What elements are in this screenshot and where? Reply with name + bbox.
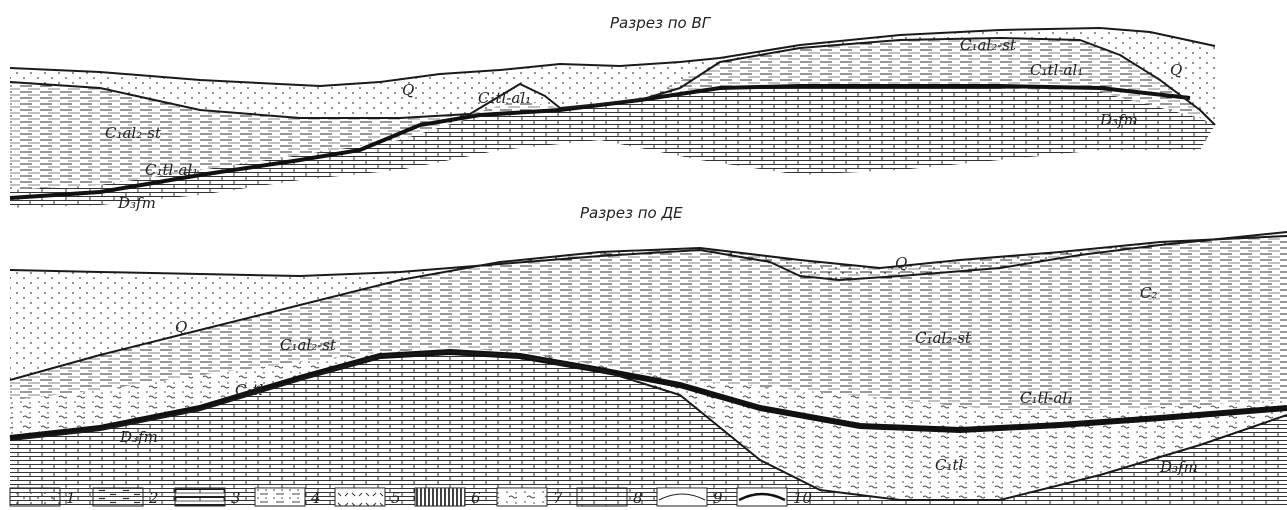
- unit-label: C₁tl-al₁: [478, 89, 531, 107]
- legend-number: 10: [793, 489, 813, 507]
- legend-number: 7: [553, 489, 563, 507]
- legend-item-6: 6: [415, 488, 481, 507]
- unit-label: C₁tl-al₁: [1030, 61, 1083, 79]
- section-title: Разрез по ДЕ: [580, 204, 683, 222]
- section-vg: Разрез по ВГ Q C₁tl-al₁ C₁al₂-st C₁tl-al…: [10, 14, 1215, 212]
- legend-number: 2: [148, 489, 159, 507]
- unit-label: C₁al₂-st: [915, 329, 972, 347]
- legend-swatch: [10, 488, 60, 506]
- unit-label: Q: [402, 81, 414, 99]
- unit-label: Q: [895, 254, 907, 272]
- legend-item-7: 7: [497, 488, 563, 507]
- legend-item-5: 5: [335, 488, 401, 507]
- unit-label: D₃fm: [119, 428, 158, 446]
- legend-item-10: 10: [737, 488, 813, 507]
- unit-label: D₃fm: [1159, 458, 1198, 476]
- legend-number: 5: [391, 489, 401, 507]
- unit-label: C₁al₂-st: [960, 36, 1017, 54]
- legend-number: 3: [231, 489, 241, 507]
- legend-number: 1: [66, 489, 76, 507]
- legend-swatch: [175, 488, 225, 506]
- unit-label: C₁tl: [235, 381, 264, 399]
- legend-item-2: 2: [93, 488, 159, 507]
- unit-label: C₁al₂-st: [105, 124, 162, 142]
- unit-label: C₁tl: [935, 456, 964, 474]
- legend-swatch: [415, 488, 465, 506]
- unit-label: C₂: [1140, 284, 1158, 302]
- section-de: Разрез по ДЕ Q C₂ Q C₁al₂-st C₁tl D₃fm C…: [10, 204, 1287, 505]
- legend-item-1: 1: [10, 488, 76, 507]
- unit-label: D₃fm: [1099, 111, 1138, 129]
- unit-label: C₁al₂-st: [280, 336, 337, 354]
- legend-item-9: 9: [657, 488, 723, 507]
- legend-item-8: 8: [577, 488, 643, 507]
- legend-item-4: 4: [255, 488, 321, 507]
- legend-swatch: [335, 488, 385, 506]
- legend-number: 6: [471, 489, 481, 507]
- legend-swatch: [93, 488, 143, 506]
- legend-number: 9: [713, 489, 723, 507]
- legend-item-3: 3: [175, 488, 241, 507]
- unit-label: C₁tl-al₁: [1020, 389, 1073, 407]
- unit-label: C₁tl-al₁: [145, 161, 198, 179]
- unit-label: Q: [175, 318, 187, 336]
- unit-label: Q: [1170, 61, 1182, 79]
- unit-label: D₃fm: [117, 194, 156, 212]
- legend-number: 4: [310, 489, 321, 507]
- legend-swatch: [497, 488, 547, 506]
- legend-number: 8: [633, 489, 643, 507]
- legend-swatch: [255, 488, 305, 506]
- legend-swatch: [577, 488, 627, 506]
- section-title: Разрез по ВГ: [610, 14, 712, 32]
